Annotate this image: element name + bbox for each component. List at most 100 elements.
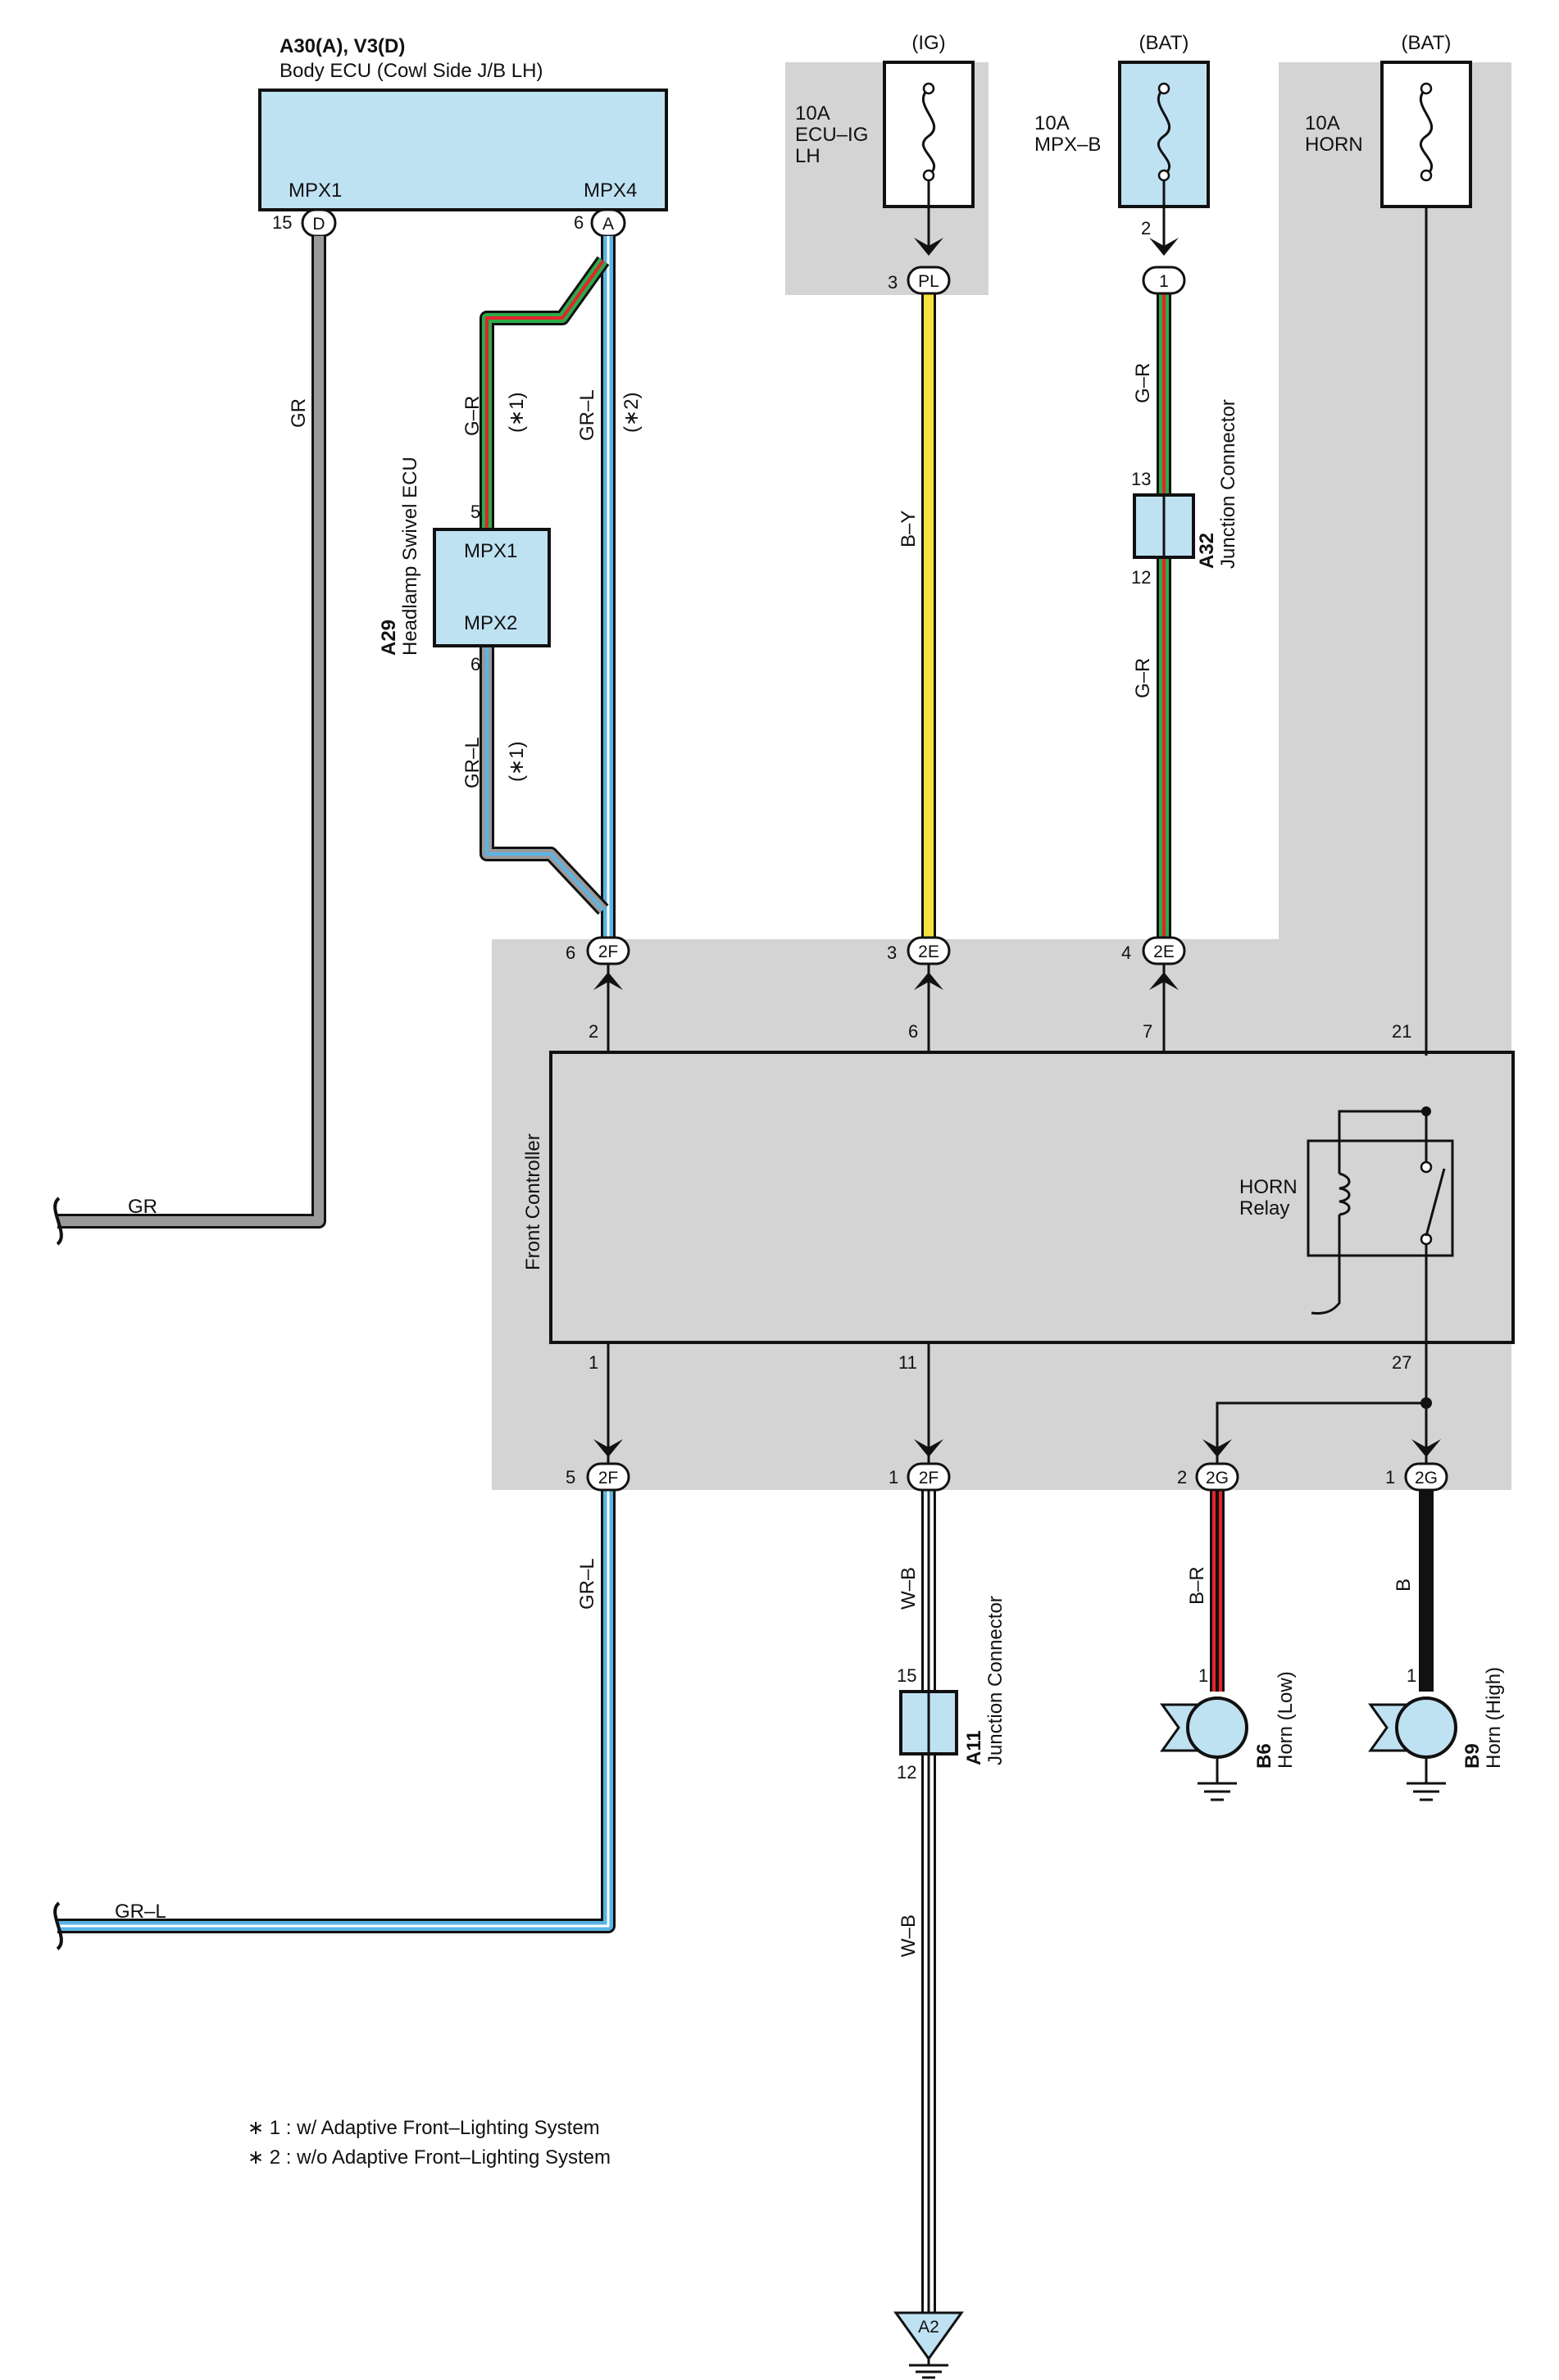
fc-top-2f-label: 2F	[598, 942, 619, 961]
wire-label-w-b-lower: W–B	[898, 1914, 920, 1957]
wire-label-gr-vertical: GR	[288, 398, 310, 428]
fc-top-connector-2e-4: 4 2E	[1121, 936, 1186, 1052]
relay-switch-icon	[1425, 1168, 1446, 1237]
fuse-horn-rating: 10A	[1305, 112, 1340, 134]
connector-a: A	[590, 208, 626, 238]
fuse-horn-body	[1380, 61, 1472, 208]
fuse-mpx-b-rating: 10A	[1034, 112, 1070, 134]
fc-bottom-2f-5-label: 2F	[598, 1469, 619, 1488]
body-ecu-id: A30(A), V3(D)	[280, 35, 405, 57]
a11-pin-15: 15	[897, 1665, 916, 1686]
body-ecu-mpx4-label: MPX4	[584, 179, 637, 202]
horn-high: 1 B9 Horn (High)	[1368, 1665, 1505, 1801]
fuse-horn-symbol	[1419, 87, 1434, 177]
fc-bottom-connector-2g-1: 1 2G	[1385, 1403, 1448, 1492]
fuse-horn: (BAT) 10A HORN	[1305, 32, 1472, 208]
wire-g-r-headlamp	[480, 256, 610, 529]
fuse-ecu-ig-symbol	[921, 87, 936, 177]
connector-1: 1	[1142, 266, 1186, 295]
wire-label-g-r-headlamp: G–R	[461, 396, 484, 436]
wire-label-gr-l-lower: GR–L	[576, 1558, 598, 1610]
front-controller-name: Front Controller	[522, 1133, 544, 1270]
headlamp-ecu-mpx2: MPX2	[464, 612, 517, 634]
fc-top-2f-num: 6	[566, 942, 575, 963]
a32-pin-12: 12	[1131, 567, 1151, 588]
connector-1-label: 1	[1159, 272, 1169, 291]
wire-label-note1-upper: (∗1)	[506, 393, 528, 433]
fuse-ecu-ig-name-2: LH	[795, 145, 820, 167]
body-ecu-box	[258, 89, 668, 211]
fuse-ecu-ig-name: ECU–IG	[795, 124, 868, 146]
wire-label-g-r-upper: G–R	[1132, 363, 1154, 403]
body-ecu-name: Body ECU (Cowl Side J/B LH)	[280, 60, 543, 82]
fuse-mpx-b-out-pin: 2	[1141, 218, 1151, 238]
wire-break-gr	[53, 1197, 63, 1246]
horn-relay: HORN Relay	[1239, 1106, 1454, 1403]
connector-a-label: A	[602, 215, 614, 234]
wire-label-note1-lower: (∗1)	[506, 742, 528, 782]
body-ecu: A30(A), V3(D) Body ECU (Cowl Side J/B LH…	[258, 35, 668, 238]
bat-horn-fuse-area	[1279, 62, 1511, 939]
ground-a2: A2	[893, 2311, 964, 2379]
horn-low-id: B6	[1253, 1743, 1275, 1769]
fuse-mpx-b-symbol	[1157, 87, 1171, 177]
connector-pl-label: PL	[918, 272, 939, 291]
a32-name: Junction Connector	[1217, 399, 1239, 569]
horn-low-pin: 1	[1198, 1665, 1208, 1686]
body-ecu-pin-15: 15	[272, 212, 292, 233]
fuse-ecu-ig-lh: (IG) 10A ECU–IG LH 3 PL	[795, 32, 975, 295]
wire-label-w-b-upper: W–B	[898, 1567, 920, 1610]
fc-pin-1: 1	[589, 1352, 598, 1373]
wire-label-note2: (∗2)	[620, 393, 643, 433]
wire-break-gr-l	[53, 1901, 63, 1951]
fc-pin-6: 6	[908, 1021, 918, 1042]
fc-pin-27: 27	[1392, 1352, 1411, 1373]
fuse-mpx-b-source: (BAT)	[1139, 32, 1189, 54]
horn-low-ground-icon	[1198, 1782, 1237, 1801]
fc-bottom-2g-1-num: 1	[1385, 1467, 1395, 1488]
front-controller-area	[492, 939, 1511, 1490]
fuse-ecu-ig-out-pin: 3	[888, 272, 898, 293]
fc-bottom-2g-2-label: 2G	[1206, 1469, 1229, 1488]
fuse-ecu-ig-source: (IG)	[911, 32, 945, 54]
wire-label-gr-l-headlamp: GR–L	[461, 737, 484, 788]
fc-bottom-2g-2-num: 2	[1177, 1467, 1187, 1488]
note-1: ∗ 1 : w/ Adaptive Front–Lighting System	[248, 2117, 600, 2139]
front-controller: Front Controller 2 6 7 21 1 11 27 HORN R…	[522, 1021, 1515, 1403]
horn-relay-label-2: Relay	[1239, 1197, 1289, 1220]
fuse-mpx-b: (BAT) 10A MPX–B 2 1	[1034, 32, 1210, 295]
a11-pin-12: 12	[897, 1762, 916, 1783]
body-ecu-mpx1-label: MPX1	[289, 179, 342, 202]
horn-low-name: Horn (Low)	[1275, 1671, 1297, 1769]
fuse-mpx-b-name: MPX–B	[1034, 134, 1101, 156]
wire-label-gr-l-horizontal: GR–L	[115, 1901, 166, 1923]
relay-coil-icon	[1339, 1172, 1351, 1216]
fc-bottom-connector-2f-5: 5 2F	[566, 1342, 630, 1492]
a11-name: Junction Connector	[984, 1596, 1007, 1765]
fuse-horn-name: HORN	[1305, 134, 1363, 156]
fc-top-2e-3-label: 2E	[918, 942, 939, 961]
front-controller-box	[549, 1051, 1515, 1344]
wire-gr	[53, 236, 326, 1246]
fc-top-connector-2e-3: 3 2E	[887, 936, 951, 1052]
fc-bottom-connector-2f-1: 1 2F	[889, 1342, 951, 1492]
headlamp-swivel-ecu: MPX1 MPX2 5 6 A29 Headlamp Swivel ECU	[378, 456, 551, 674]
a11-id: A11	[963, 1730, 985, 1765]
fc-bottom-2f-5-num: 5	[566, 1467, 575, 1488]
fc-bottom-connector-2g-2: 2 2G	[1177, 1397, 1432, 1492]
headlamp-ecu-name: Headlamp Swivel ECU	[399, 456, 421, 656]
headlamp-ecu-id: A29	[378, 620, 400, 656]
fc-pin-11: 11	[898, 1352, 917, 1373]
fc-pin-2: 2	[589, 1021, 598, 1042]
headlamp-ecu-box	[433, 528, 551, 647]
fc-top-2e-4-num: 4	[1121, 942, 1131, 963]
wire-label-b-r: B–R	[1186, 1566, 1208, 1605]
fuse-ecu-ig-rating: 10A	[795, 102, 830, 125]
note-2: ∗ 2 : w/o Adaptive Front–Lighting System	[248, 2146, 611, 2169]
headlamp-ecu-pin-5: 5	[470, 502, 480, 522]
connector-d-label: D	[312, 215, 325, 234]
junction-connector-a11: 15 12 A11 Junction Connector	[897, 1596, 1007, 1783]
wire-label-b-y: B–Y	[898, 511, 920, 547]
fuse-horn-source: (BAT)	[1402, 32, 1452, 54]
